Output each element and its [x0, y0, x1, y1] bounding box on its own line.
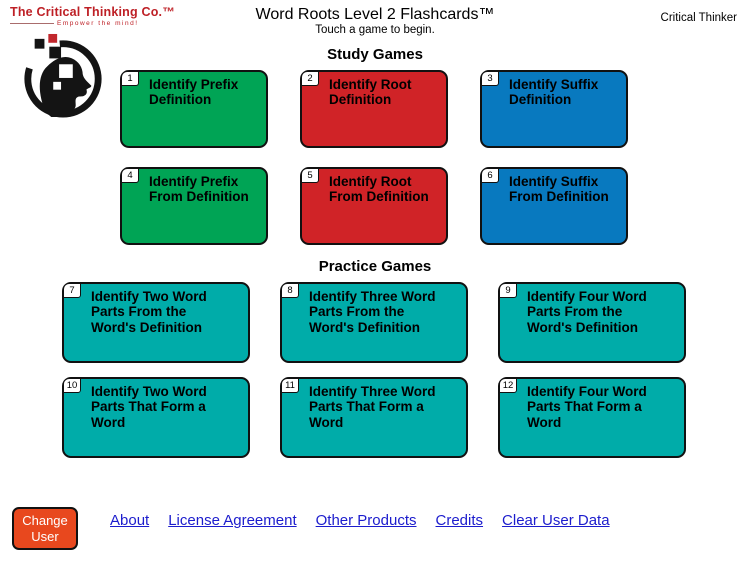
game-number-badge: 4	[121, 168, 139, 183]
link-clear-user-data[interactable]: Clear User Data	[502, 512, 610, 529]
game-number-badge: 3	[481, 71, 499, 86]
brand-head-logo-icon	[24, 33, 102, 118]
game-button-label: Identify Four Word Parts From the Word's…	[527, 289, 647, 335]
brand-tagline: Empower the mind!	[57, 20, 139, 27]
brand-name: The Critical Thinking Co.™	[10, 5, 175, 19]
link-other-products[interactable]: Other Products	[315, 512, 417, 529]
study-games-heading: Study Games	[327, 46, 423, 63]
game-button-3[interactable]: 3 Identify Suffix Definition	[480, 70, 628, 148]
brand-block: The Critical Thinking Co.™ Empower the m…	[10, 5, 175, 27]
study-games-grid: 1 Identify Prefix Definition 2 Identify …	[120, 70, 628, 245]
link-license-agreement[interactable]: License Agreement	[168, 512, 297, 529]
brand-tagline-row: Empower the mind!	[10, 20, 160, 27]
current-user-name: Critical Thinker	[660, 12, 737, 24]
page-subtitle: Touch a game to begin.	[315, 24, 435, 36]
game-button-label: Identify Root Definition	[329, 77, 412, 108]
footer-links: About License Agreement Other Products C…	[110, 512, 610, 529]
tagline-rule	[10, 23, 54, 24]
game-button-label: Identify Two Word Parts From the Word's …	[91, 289, 207, 335]
change-user-button[interactable]: Change User	[12, 507, 78, 550]
game-button-7[interactable]: 7 Identify Two Word Parts From the Word'…	[62, 282, 250, 363]
game-button-label: Identify Root From Definition	[329, 174, 429, 205]
game-button-1[interactable]: 1 Identify Prefix Definition	[120, 70, 268, 148]
game-number-badge: 1	[121, 71, 139, 86]
game-button-label: Identify Suffix Definition	[509, 77, 599, 108]
link-credits[interactable]: Credits	[435, 512, 484, 529]
game-button-label: Identify Prefix From Definition	[149, 174, 249, 205]
game-button-label: Identify Two Word Parts That Form a Word	[91, 384, 207, 430]
game-number-badge: 8	[281, 283, 299, 298]
practice-games-grid: 7 Identify Two Word Parts From the Word'…	[62, 282, 686, 458]
game-button-label: Identify Three Word Parts That Form a Wo…	[309, 384, 436, 430]
game-button-12[interactable]: 12 Identify Four Word Parts That Form a …	[498, 377, 686, 458]
page-title: Word Roots Level 2 Flashcards™	[255, 6, 495, 23]
game-button-6[interactable]: 6 Identify Suffix From Definition	[480, 167, 628, 245]
game-button-label: Identify Prefix Definition	[149, 77, 239, 108]
game-button-8[interactable]: 8 Identify Three Word Parts From the Wor…	[280, 282, 468, 363]
game-button-4[interactable]: 4 Identify Prefix From Definition	[120, 167, 268, 245]
game-button-11[interactable]: 11 Identify Three Word Parts That Form a…	[280, 377, 468, 458]
game-number-badge: 7	[63, 283, 81, 298]
game-number-badge: 10	[63, 378, 81, 393]
game-button-label: Identify Four Word Parts That Form a Wor…	[527, 384, 647, 430]
game-button-10[interactable]: 10 Identify Two Word Parts That Form a W…	[62, 377, 250, 458]
game-button-5[interactable]: 5 Identify Root From Definition	[300, 167, 448, 245]
practice-games-heading: Practice Games	[318, 258, 432, 275]
game-number-badge: 9	[499, 283, 517, 298]
game-button-label: Identify Three Word Parts From the Word'…	[309, 289, 436, 335]
game-number-badge: 12	[499, 378, 517, 393]
game-number-badge: 6	[481, 168, 499, 183]
game-number-badge: 5	[301, 168, 319, 183]
game-button-2[interactable]: 2 Identify Root Definition	[300, 70, 448, 148]
link-about[interactable]: About	[110, 512, 150, 529]
game-button-9[interactable]: 9 Identify Four Word Parts From the Word…	[498, 282, 686, 363]
game-number-badge: 11	[281, 378, 299, 393]
game-number-badge: 2	[301, 71, 319, 86]
game-button-label: Identify Suffix From Definition	[509, 174, 609, 205]
